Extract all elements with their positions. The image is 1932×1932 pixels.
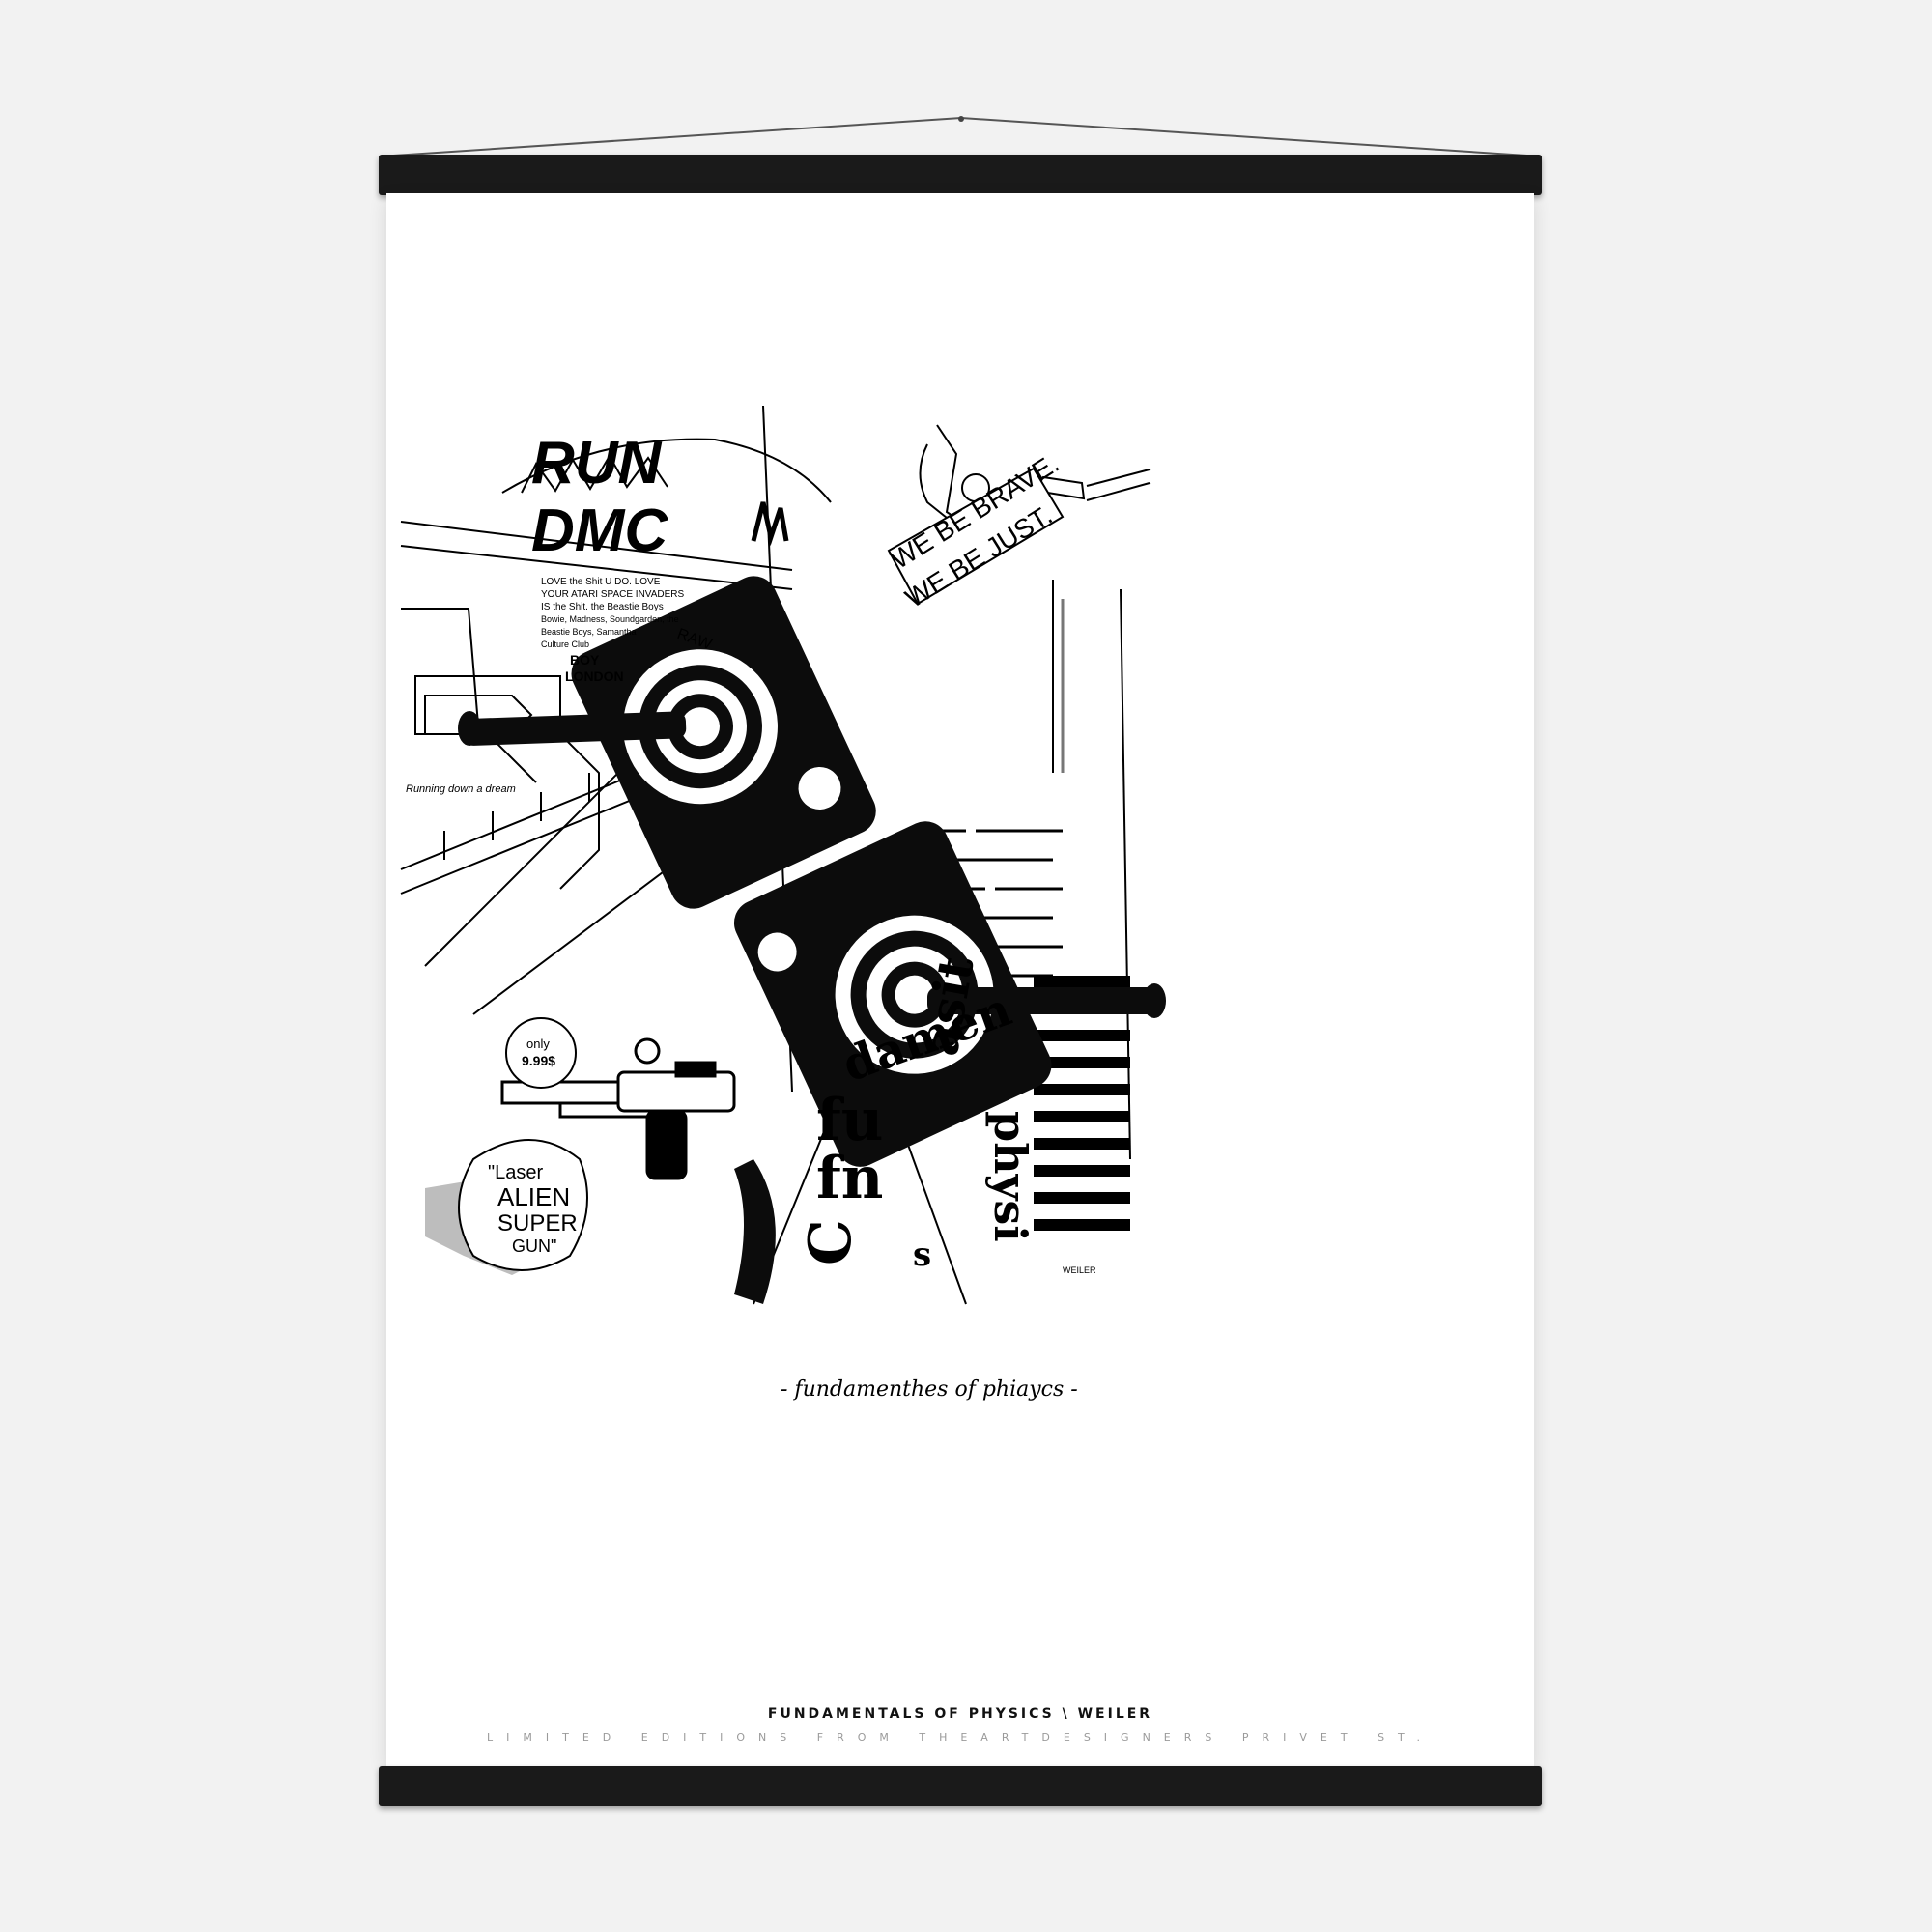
boy-text: BOY (570, 652, 600, 668)
speaker-cabinets (458, 501, 1166, 1304)
running-text: Running down a dream (406, 783, 516, 795)
run-text: RUN (531, 430, 663, 497)
top-hanger-bar (379, 155, 1542, 195)
laser-gun-drawing (500, 1037, 736, 1180)
weiler-signature-small: WEILER (1063, 1265, 1096, 1275)
note-line-2: YOUR ATARI SPACE INVADERS (541, 589, 685, 600)
super-text: SUPER (497, 1210, 578, 1236)
note-line-3: IS the Shit. the Beastie Boys (541, 602, 664, 612)
speech-bubbles (458, 467, 1065, 1271)
price-text: 9.99$ (522, 1053, 555, 1068)
physi-fragment: physi (984, 1111, 1037, 1242)
fu-fragment: fu (816, 1087, 883, 1154)
fn-fragment: fn (816, 1145, 883, 1212)
gun-text: GUN" (512, 1236, 556, 1256)
note-line-4: Bowie, Madness, Soundgarden, the (541, 614, 679, 624)
c-fragment: C (797, 1219, 865, 1265)
laser-text: "Laser (488, 1162, 543, 1183)
only-text: only (526, 1037, 550, 1051)
note-line-6: Culture Club (541, 639, 589, 649)
artwork: RUN DMC WE BE BRAVE. WE BE JUST. LOVE th… (400, 405, 1166, 1402)
s-fragment: s (913, 1236, 931, 1274)
fundamentals-script-text: - fundamenthes of phiaycs - (781, 1378, 1078, 1402)
poster-sheet: RUN DMC WE BE BRAVE. WE BE JUST. LOVE th… (386, 193, 1534, 1766)
note-line-1: LOVE the Shit U DO. LOVE (541, 577, 661, 587)
poster-caption-title: FUNDAMENTALS OF PHYSICS \ WEILER (767, 1706, 1153, 1721)
bottom-hanger-bar (379, 1766, 1542, 1806)
poster-caption-subtitle: LIMITED EDITIONS FROM THEARTDESIGNERS PR… (487, 1731, 1434, 1744)
note-line-5: Beastie Boys, Samantha (541, 627, 637, 637)
hanger-wire (378, 116, 1543, 157)
dmc-text: DMC (531, 497, 668, 564)
alien-text: ALIEN (497, 1182, 570, 1211)
london-text: LONDON (565, 668, 624, 684)
